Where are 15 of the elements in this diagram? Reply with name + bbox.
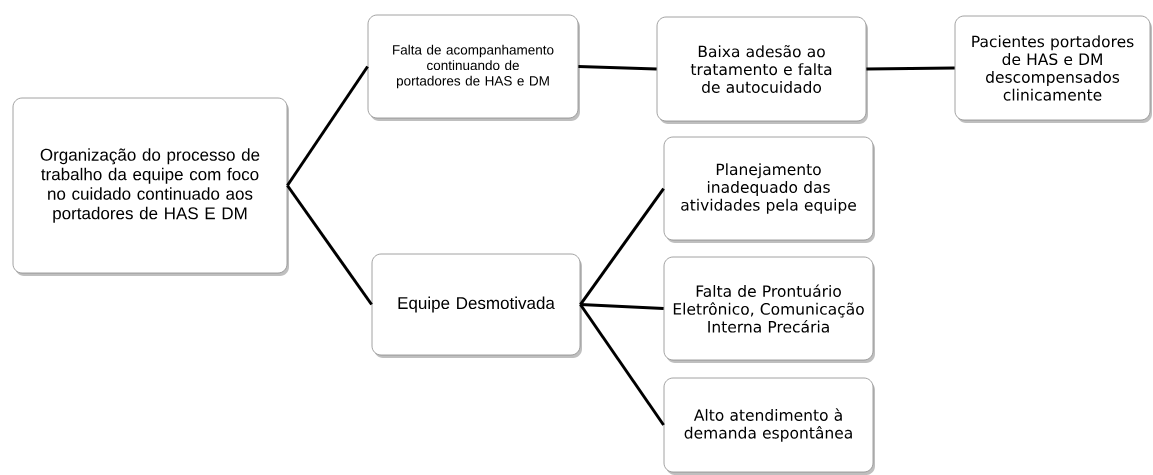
process-box: Baixa adesão ao tratamento e falta de autocuidado (656, 16, 868, 124)
process-box: Pacientes portadores de HAS e DM descompensados clinicamente (954, 15, 1152, 123)
process-box: Alto atendimento à demanda espontânea (663, 377, 875, 475)
connector-line (579, 187, 665, 306)
connector-line (580, 303, 664, 310)
process-box: Equipe Desmotivada (371, 253, 582, 358)
process-box: Falta de Prontuário Eletrônico, Comunicação Interna Precária (663, 256, 875, 363)
process-box: Organização do processo de trabalho da equipe com foco no cuidado continuado aos portadores de HAS E DM (12, 97, 289, 276)
process-box: Planejamento inadequado das atividades pela equipe (663, 136, 875, 243)
connector-line (579, 303, 665, 426)
connector-line (866, 66, 955, 71)
connector-line (286, 184, 373, 306)
connector-line (286, 65, 369, 187)
process-box: Falta de acompanhamento continuando de portadores de HAS e DM (367, 14, 580, 121)
connector-line (578, 65, 657, 71)
